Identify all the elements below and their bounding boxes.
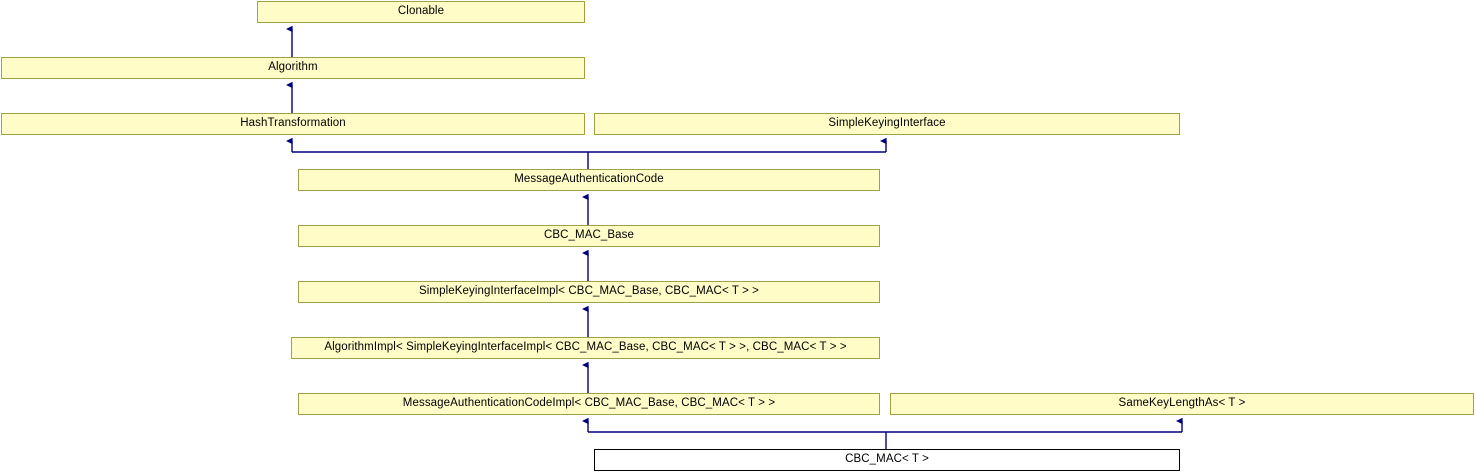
class-node-label: MessageAuthenticationCodeImpl< CBC_MAC_B… bbox=[402, 397, 776, 410]
class-node-message-authentication-code[interactable]: MessageAuthenticationCode bbox=[298, 169, 880, 191]
class-node-label: SameKeyLengthAs< T > bbox=[1118, 397, 1246, 410]
class-node-cbc-mac-base[interactable]: CBC_MAC_Base bbox=[298, 225, 880, 247]
class-node-algorithm[interactable]: Algorithm bbox=[1, 57, 585, 79]
class-node-same-key-length-as[interactable]: SameKeyLengthAs< T > bbox=[890, 393, 1474, 415]
class-node-label: CBC_MAC_Base bbox=[543, 229, 635, 242]
class-node-cbc-mac[interactable]: CBC_MAC< T > bbox=[594, 449, 1180, 471]
class-node-simple-keying-interface[interactable]: SimpleKeyingInterface bbox=[594, 113, 1180, 135]
class-node-algorithm-impl[interactable]: AlgorithmImpl< SimpleKeyingInterfaceImpl… bbox=[291, 337, 880, 359]
class-node-label: CBC_MAC< T > bbox=[845, 453, 929, 466]
class-node-simple-keying-interface-impl[interactable]: SimpleKeyingInterfaceImpl< CBC_MAC_Base,… bbox=[298, 281, 880, 303]
class-node-label: SimpleKeyingInterfaceImpl< CBC_MAC_Base,… bbox=[419, 285, 759, 298]
class-node-label: MessageAuthenticationCode bbox=[514, 173, 664, 186]
class-node-clonable[interactable]: Clonable bbox=[257, 1, 585, 23]
class-node-label: AlgorithmImpl< SimpleKeyingInterfaceImpl… bbox=[324, 341, 847, 354]
class-node-label: Clonable bbox=[397, 5, 445, 18]
class-node-label: SimpleKeyingInterface bbox=[828, 117, 946, 130]
class-node-hash-transformation[interactable]: HashTransformation bbox=[1, 113, 585, 135]
class-node-label: Algorithm bbox=[268, 61, 318, 74]
class-node-label: HashTransformation bbox=[240, 117, 346, 130]
class-node-message-authentication-code-impl[interactable]: MessageAuthenticationCodeImpl< CBC_MAC_B… bbox=[298, 393, 880, 415]
